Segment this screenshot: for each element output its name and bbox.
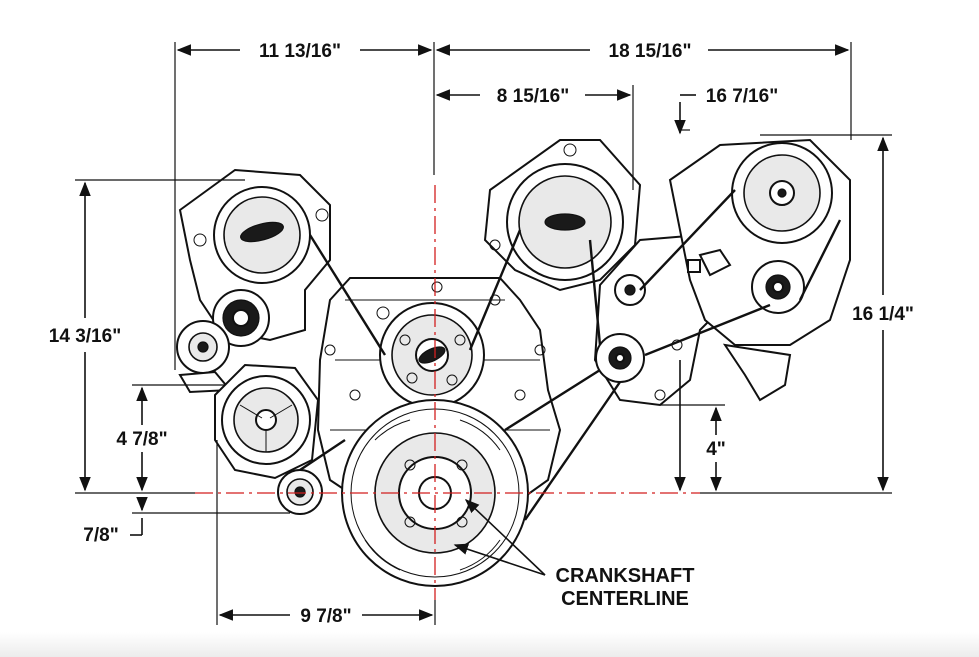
- dimension-right-total-height: 16 1/4": [725, 134, 914, 494]
- dimension-right-lower-height-label: 4": [706, 439, 726, 460]
- dimension-right-lower-height: 4": [660, 404, 726, 494]
- dimension-below-centerline: 7/8": [83, 497, 290, 546]
- crankshaft-centerline-callout: CRANKSHAFT CENTERLINE: [453, 499, 695, 610]
- alternator: [722, 142, 833, 402]
- dimension-top-right-width-label: 18 15/16": [609, 41, 692, 62]
- dimension-right-height-label: 16 7/16": [706, 86, 778, 107]
- dimension-inner-width-label: 8 15/16": [497, 86, 569, 107]
- callout-line-1: CRANKSHAFT: [556, 565, 695, 587]
- dimension-left-total-height: 14 3/16": [49, 179, 245, 494]
- dimension-bottom-width: 9 7/8": [216, 440, 436, 627]
- tensioner-pulley: [595, 274, 683, 401]
- dimension-right-total-height-label: 16 1/4": [852, 304, 914, 325]
- serpentine-belt: [299, 189, 842, 521]
- right-idler-pulley: [751, 260, 805, 314]
- callout-line-2: CENTERLINE: [561, 588, 689, 610]
- dimension-left-lower-height-label: 4 7/8": [116, 429, 167, 450]
- left-idler-pulleys: [176, 289, 270, 394]
- dimension-top-left-width: 11 13/16": [174, 41, 435, 370]
- dimension-top-right-width: 18 15/16": [435, 41, 852, 140]
- dimension-below-centerline-label: 7/8": [83, 525, 118, 546]
- dimension-top-left-width-label: 11 13/16": [259, 41, 341, 62]
- dimension-right-height: 16 7/16": [674, 86, 778, 492]
- dimension-left-lower-height: 4 7/8": [116, 384, 225, 492]
- bottom-fade: [0, 632, 979, 657]
- dimension-inner-width: 8 15/16": [435, 85, 634, 190]
- upper-center-pulley: [483, 139, 642, 292]
- water-pump: [376, 302, 485, 408]
- bottom-left-idler-pulley: [277, 469, 323, 515]
- lower-left-idler-pulley: [214, 363, 320, 480]
- power-steering-pump: [178, 168, 331, 342]
- crankshaft-centerline: [195, 185, 700, 600]
- dimension-left-total-height-label: 14 3/16": [49, 326, 121, 347]
- dimension-bottom-width-label: 9 7/8": [300, 606, 351, 627]
